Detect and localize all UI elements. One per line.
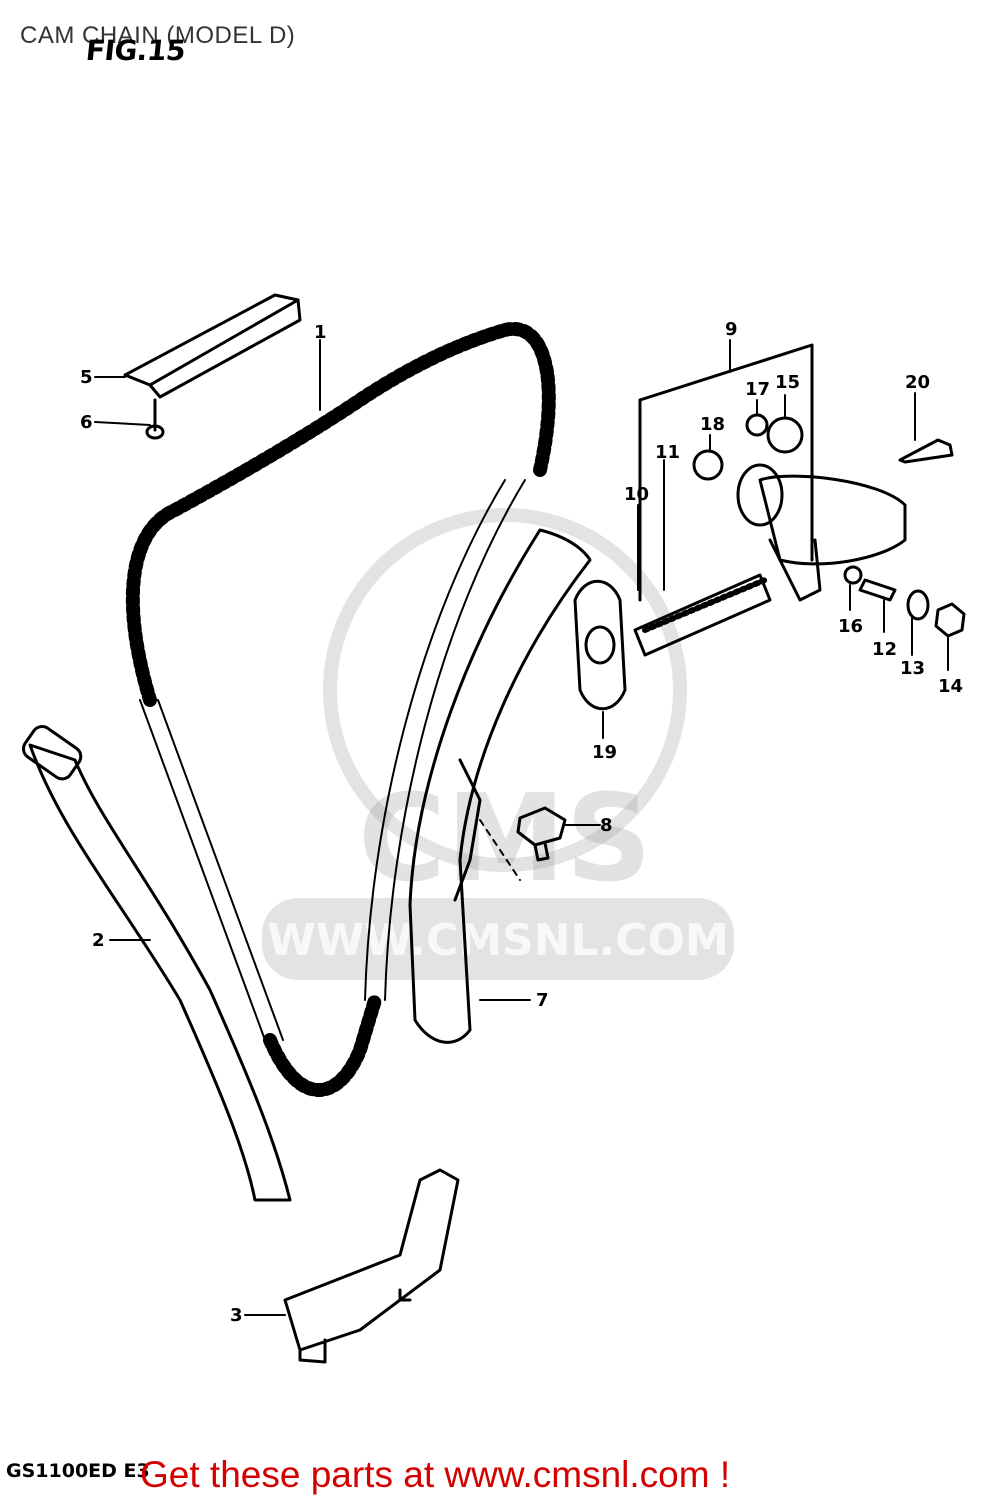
small-parts (692, 413, 966, 638)
bolt-20 (898, 438, 954, 464)
callout-2: 2 (92, 930, 105, 951)
tensioner-assembly (633, 343, 907, 657)
nut-14 (934, 602, 966, 638)
washer-16 (843, 565, 863, 585)
callout-8: 8 (600, 815, 613, 836)
chain-guide-left (21, 725, 292, 1202)
cam-chain (125, 321, 556, 1097)
callout-15: 15 (775, 372, 800, 393)
callout-5: 5 (80, 367, 93, 388)
tensioner-guide (408, 528, 592, 1044)
callout-18: 18 (700, 414, 725, 435)
watermark-banner (262, 898, 734, 980)
callout-10: 10 (624, 484, 649, 505)
callout-11: 11 (655, 442, 680, 463)
callout-9: 9 (725, 319, 738, 340)
page-title: CAM CHAIN (MODEL D) (20, 22, 296, 49)
snap-ring-15 (766, 416, 804, 454)
nut-11 (692, 449, 724, 481)
callout-16: 16 (838, 616, 863, 637)
callout-12: 12 (872, 639, 897, 660)
bolt-8 (479, 806, 567, 881)
callout-20: 20 (905, 372, 930, 393)
callout-13: 13 (900, 658, 925, 679)
callout-6: 6 (80, 412, 93, 433)
figure-label: FIG.15 (84, 34, 187, 67)
gasket-19 (573, 579, 627, 711)
o-ring-17 (745, 413, 769, 437)
pin-12 (858, 578, 897, 602)
watermark-url-text: WWW.CMSNL.COM (267, 915, 729, 966)
callout-1: 1 (314, 322, 327, 343)
promo-link-text[interactable]: Get these parts at www.cmsnl.com ! (140, 1454, 731, 1495)
model-code: GS1100ED E3 (6, 1460, 150, 1482)
callout-19: 19 (592, 742, 617, 763)
watermark-logo-text: CMS (358, 770, 652, 909)
washer-13 (906, 589, 930, 621)
callout-3: 3 (230, 1305, 243, 1326)
leader-lines (94, 339, 949, 1316)
upper-guide (123, 293, 302, 440)
callout-14: 14 (938, 676, 963, 697)
lower-guide (283, 1168, 460, 1364)
callout-17: 17 (745, 379, 770, 400)
callout-7: 7 (536, 990, 549, 1011)
